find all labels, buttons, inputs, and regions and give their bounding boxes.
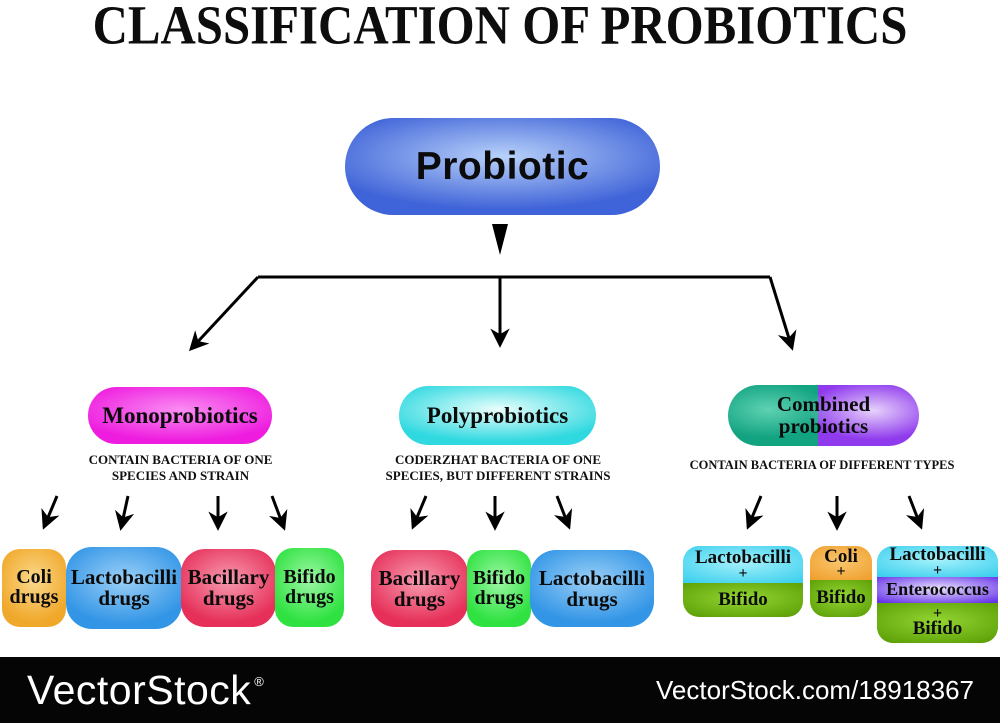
node-coli-plus-bifido: Coli + Bifido <box>810 546 872 617</box>
combined-probiotics-label: Combined probiotics <box>776 392 871 438</box>
combined-probiotics-description: CONTAIN BACTERIA OF DIFFERENT TYPES <box>689 458 955 472</box>
node-monoprobiotics: Monoprobiotics <box>88 387 272 444</box>
polyprobiotics-description: CODERZHAT BACTERIA OF ONE SPECIES, BUT D… <box>385 452 611 483</box>
section-label: Lactobacilli <box>889 546 986 566</box>
node-bacillary-drugs: Bacillary drugs <box>181 549 276 627</box>
monoprobiotics-description: CONTAIN BACTERIA OF ONE SPECIES AND STRA… <box>88 452 273 483</box>
node-probiotic: Probiotic <box>345 118 660 215</box>
plus-sign: + <box>932 561 943 579</box>
registered-mark: ® <box>254 673 265 689</box>
vectorstock-logo: VectorStock® <box>27 657 264 723</box>
vectorstock-url: VectorStock.com/18918367 <box>656 674 974 705</box>
section-label: Coli <box>824 546 858 567</box>
branch-lines <box>189 224 797 352</box>
section-label: Lactobacilli <box>694 547 792 569</box>
capsule-section-lactobacilli: Lactobacilli + <box>877 546 998 579</box>
page-title: CLASSIFICATION OF PROBIOTICS <box>92 0 908 57</box>
node-lactobacilli-enterococcus-bifido: Lactobacilli + Enterococcus + Bifido <box>877 546 998 643</box>
combined-child-arrows <box>745 495 925 531</box>
capsule-section-enterococcus: Enterococcus <box>877 577 998 603</box>
root-down-arrow <box>492 224 508 255</box>
section-label: Bifido <box>816 587 866 609</box>
mono-child-arrows <box>41 495 288 531</box>
plus-sign: + <box>836 563 846 581</box>
brand-text: VectorStock <box>27 666 252 713</box>
capsule-section-bifido: + Bifido <box>877 603 998 643</box>
capsule-section-bifido: Bifido <box>810 580 872 617</box>
plus-sign: + <box>738 564 748 582</box>
node-bacillary-drugs: Bacillary drugs <box>371 550 468 627</box>
node-lactobacilli-plus-bifido: Lactobacilli + Bifido <box>683 546 803 617</box>
node-bifido-drugs: Bifido drugs <box>467 550 531 627</box>
watermark-bar: VectorStock® VectorStock.com/18918367 <box>0 657 1000 723</box>
section-label: Enterococcus <box>886 579 989 600</box>
poly-child-arrows <box>410 495 573 531</box>
node-coli-drugs: Coli drugs <box>2 549 66 627</box>
node-polyprobiotics: Polyprobiotics <box>399 386 596 445</box>
section-label: Bifido <box>912 617 963 639</box>
node-combined-probiotics: Combined probiotics <box>728 385 919 446</box>
section-label: Bifido <box>718 588 768 610</box>
node-lactobacilli-drugs: Lactobacilli drugs <box>530 550 654 627</box>
node-lactobacilli-drugs: Lactobacilli drugs <box>66 547 182 629</box>
plus-sign: + <box>932 604 943 622</box>
capsule-section-coli: Coli + <box>810 546 872 580</box>
capsule-section-lactobacilli: Lactobacilli + <box>683 546 803 583</box>
capsule-section-bifido: Bifido <box>683 583 803 617</box>
node-bifido-drugs: Bifido drugs <box>275 548 344 627</box>
